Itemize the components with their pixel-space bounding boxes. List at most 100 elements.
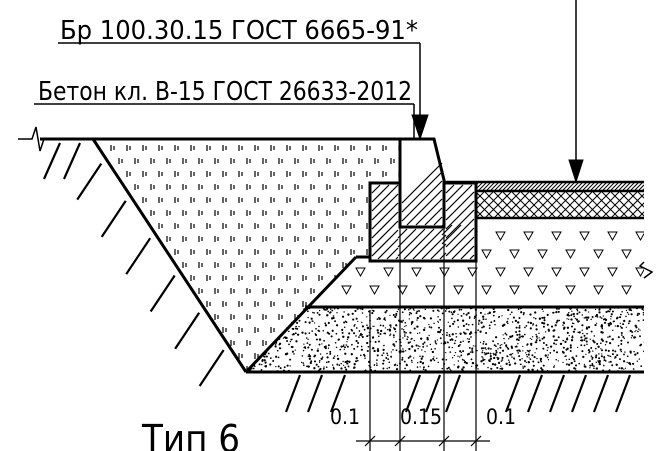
sand-dot [344,360,347,364]
sand-dot [497,348,499,350]
gravel-triangle [523,231,534,242]
sand-dot [542,347,544,350]
cross-hatch-line [647,192,668,218]
sand-dot [574,317,577,320]
gravel-triangle [551,231,562,242]
base-hatch-line [403,228,435,260]
sand-dot [460,308,463,311]
sand-dot [566,314,569,317]
sand-dot [405,324,407,327]
sand-dot [542,342,545,344]
base-hatch-line [386,247,399,260]
sand-dot [611,353,614,356]
sand-dot [545,343,548,347]
sand-dot [596,316,599,318]
gravel-triangle [369,285,380,296]
sand-dot [346,360,349,363]
ground-hatch-mark [100,200,127,238]
sand-dot [591,364,594,367]
sand-dot [603,359,606,362]
sand-dot [609,360,612,363]
sand-dot [434,340,437,343]
sand-dot [436,339,439,341]
sand-dot [624,351,626,353]
sand-dot [536,357,538,360]
sand-dot [586,343,588,346]
sand-dot [376,364,378,367]
asphalt-hatch-line [573,182,584,191]
sand-dot [581,329,583,331]
sand-dot [620,331,623,335]
sand-dot [310,317,313,320]
sand-dot [590,355,593,357]
sand-dot [522,313,525,316]
sand-dot [329,350,332,353]
sand-dot [522,312,525,314]
sand-dot [532,364,535,367]
asphalt-hatch-line [545,182,556,191]
sand-dot [501,356,504,359]
sand-dot [278,308,281,311]
sand-dot [581,324,584,327]
sand-dot [346,338,349,341]
sand-dot [313,360,317,363]
sand-dot [376,359,378,361]
sand-dot [541,337,544,340]
sand-dot [556,319,559,322]
sand-dot [270,310,274,314]
sand-dot [404,367,406,370]
sand-dot [482,315,485,318]
base-hatch-line [445,184,473,212]
sand-dot [292,328,294,330]
sand-dot [483,352,486,354]
sand-dot [288,330,290,333]
sand-dot [331,309,334,312]
sand-dot [296,327,299,330]
sand-dot [453,364,455,366]
sand-dot [446,367,449,370]
sand-dot [459,332,462,335]
sand-dot [550,325,554,328]
ground-hatch-mark [504,374,522,413]
sand-dot [582,355,585,359]
sand-dot [336,363,339,366]
sand-dot [267,352,270,355]
sand-dot [453,354,456,357]
sand-dot [254,313,257,316]
sand-dot [495,345,497,348]
gravel-triangle [537,285,548,296]
sand-dot [594,324,597,327]
sand-dot [483,358,486,361]
sand-dot [271,308,274,311]
sand-dot [562,327,566,330]
sand-dot [465,362,468,365]
sand-dot [543,336,546,339]
sand-dot [645,326,646,327]
sand-dot [600,355,603,358]
sand-dot [458,308,461,311]
sand-dot [280,321,283,324]
sand-dot [459,356,461,358]
leader-lines [34,0,584,184]
sand-dot [402,337,404,339]
sand-dot [478,319,481,322]
base-hatch-line [397,228,426,257]
sand-dot [386,367,388,370]
sand-dot [576,312,579,315]
sand-dot [357,320,359,323]
gravel-triangle [607,267,618,278]
ground-hatch-mark [284,374,302,413]
sand-dot [424,308,427,311]
sand-dot [418,332,421,334]
sand-dot [585,327,589,330]
sand-dot [295,340,298,343]
sand-dot [282,337,285,339]
sand-dot [526,343,529,346]
sand-dot [307,310,309,313]
sand-dot [318,361,321,363]
sand-dot [586,318,589,322]
sand-dot [403,308,406,311]
sand-dot [535,347,538,350]
sand-dot [434,347,436,350]
sand-dot [590,330,593,333]
